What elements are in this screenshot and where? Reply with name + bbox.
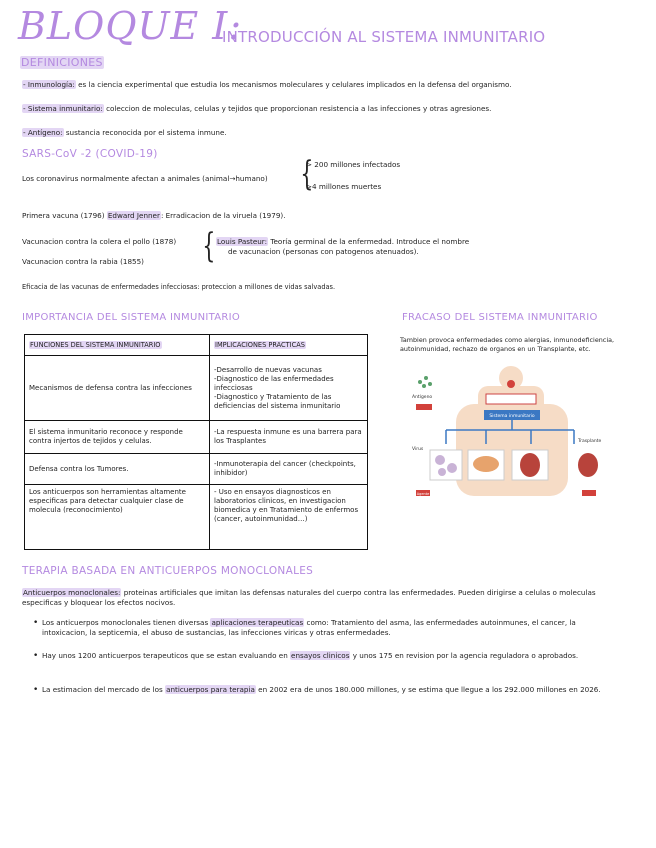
col2-label: IMPLICACIONES PRACTICAS [214, 340, 306, 349]
page-subtitle: INTRODUCCIÓN AL SISTEMA INMUNITARIO [222, 28, 546, 46]
pasteur-line-1: Vacunacion contra la colera el pollo (18… [22, 237, 177, 246]
bullet-text: Hay unos 1200 anticuerpos terapeuticos q… [42, 651, 291, 660]
eficacia: Eficacia de las vacunas de enfermedades … [22, 283, 336, 291]
table-header: IMPLICACIONES PRACTICAS [209, 334, 368, 356]
def-text: es la ciencia experimental que estudia l… [75, 80, 512, 89]
table-cell: Los anticuerpos son herramientas altamen… [24, 484, 210, 550]
brace-icon: { [202, 226, 216, 266]
terapia-heading: TERAPIA BASADA EN ANTICUERPOS MONOCLONAL… [22, 565, 314, 577]
table-row: Defensa contra los Tumores. -Inmunoterap… [24, 453, 368, 485]
terapia-intro: Anticuerpos monoclonales: proteinas arti… [22, 588, 634, 608]
col1-label: FUNCIONES DEL SISTEMA INMUNITARIO [29, 340, 162, 349]
bullet-highlight: ensayos clinicos [290, 651, 351, 660]
def-sistema-inmunitario: - Sistema inmunitario: coleccion de mole… [22, 104, 491, 114]
table-row: Mecanismos de defensa contra las infecci… [24, 355, 368, 421]
table-cell: Defensa contra los Tumores. [24, 453, 210, 485]
bullet-text: La estimacion del mercado de los [42, 685, 166, 694]
def-term: - Inmunología: [22, 80, 76, 89]
table-header: FUNCIONES DEL SISTEMA INMUNITARIO [24, 334, 210, 356]
inmune-diagram: Sistema inmunitario Antígeno Virus Trasp… [412, 366, 602, 496]
page-title: BLOQUE I: [18, 4, 243, 48]
sars-left: Los coronavirus normalmente afectan a an… [22, 174, 268, 183]
sars-muertes: >4 millones muertes [306, 182, 382, 191]
bullet-highlight: anticuerpos para terapia [165, 685, 256, 694]
pasteur-name: Louis Pasteur: [216, 237, 269, 246]
bullet-text: y unos 175 en revision por la agencia re… [350, 651, 579, 660]
fracaso-text: Tambien provoca enfermedades como alergi… [400, 336, 615, 353]
def-inmunologia: - Inmunología: es la ciencia experimenta… [22, 80, 512, 90]
terapia-intro-text: proteinas artificiales que imitan las de… [22, 588, 596, 607]
bullet-text: como: Tratamiento del asma, las enfermed… [42, 618, 576, 637]
table-cell: - Uso en ensayos diagnosticos en laborat… [209, 484, 368, 550]
def-term: - Antígeno: [22, 128, 64, 137]
table-row: Los anticuerpos son herramientas altamen… [24, 484, 368, 550]
fig-label-trasplante: Trasplante [577, 438, 602, 444]
terapia-term: Anticuerpos monoclonales: [22, 588, 122, 597]
funciones-table: FUNCIONES DEL SISTEMA INMUNITARIO IMPLIC… [24, 334, 368, 550]
vacuna-name: Edward Jenner [106, 211, 161, 220]
vacuna-prefix: Primera vacuna (1796) [22, 211, 105, 220]
bullet-highlight: aplicaciones terapeuticas [210, 618, 305, 627]
vacuna-suffix: : Erradicacion de la viruela (1979). [160, 211, 286, 220]
table-cell: -Inmunoterapia del cancer (checkpoints, … [209, 453, 368, 485]
table-cell: -Desarrollo de nuevas vacunas -Diagnosti… [209, 355, 368, 421]
list-item: Hay unos 1200 anticuerpos terapeuticos q… [33, 651, 620, 661]
pasteur-text-2: de vacunacion (personas con patogenos at… [228, 247, 419, 256]
table-cell: Mecanismos de defensa contra las infecci… [24, 355, 210, 421]
table-cell: -La respuesta inmune es una barrera para… [209, 420, 368, 454]
inmune-figure: Sistema inmunitario Antígeno Virus Trasp… [406, 364, 614, 512]
primera-vacuna: Primera vacuna (1796) Edward Jenner: Err… [22, 211, 285, 221]
table-row: El sistema inmunitario reconoce y respon… [24, 420, 368, 454]
def-text: coleccion de moleculas, celulas y tejido… [103, 104, 492, 113]
def-text: sustancia reconocida por el sistema inmu… [63, 128, 227, 137]
bullet-text: en 2002 era de unos 180.000 millones, y … [255, 685, 601, 694]
sars-heading: SARS-CoV -2 (COVID-19) [22, 148, 158, 160]
sars-infectados: > 200 millones infectados [306, 160, 401, 169]
table-cell: El sistema inmunitario reconoce y respon… [24, 420, 210, 454]
fig-label-sistema: Sistema inmunitario [489, 413, 535, 419]
bullet-text: Los anticuerpos monoclonales tienen dive… [42, 618, 211, 627]
brace-icon: { [300, 154, 314, 194]
importancia-heading: IMPORTANCIA DEL SISTEMA INMUNITARIO [22, 312, 241, 323]
fig-label-antigeno: Antígeno [412, 393, 432, 400]
list-item: La estimacion del mercado de los anticue… [33, 685, 620, 695]
def-antigeno: - Antígeno: sustancia reconocida por el … [22, 128, 227, 138]
pasteur-text-1: Teoría germinal de la enfermedad. Introd… [268, 237, 470, 246]
fracaso-heading: FRACASO DEL SISTEMA INMUNITARIO [402, 312, 598, 323]
fig-label-agente: Agente [417, 492, 430, 496]
def-term: - Sistema inmunitario: [22, 104, 104, 113]
table-header-row: FUNCIONES DEL SISTEMA INMUNITARIO IMPLIC… [24, 334, 368, 356]
list-item: Los anticuerpos monoclonales tienen dive… [33, 618, 620, 638]
definiciones-heading: DEFINICIONES [20, 56, 104, 69]
fig-label-virus: Virus [412, 446, 424, 452]
pasteur-text: Louis Pasteur: Teoría germinal de la enf… [216, 237, 469, 247]
pasteur-line-2: Vacunacion contra la rabia (1855) [22, 257, 144, 266]
